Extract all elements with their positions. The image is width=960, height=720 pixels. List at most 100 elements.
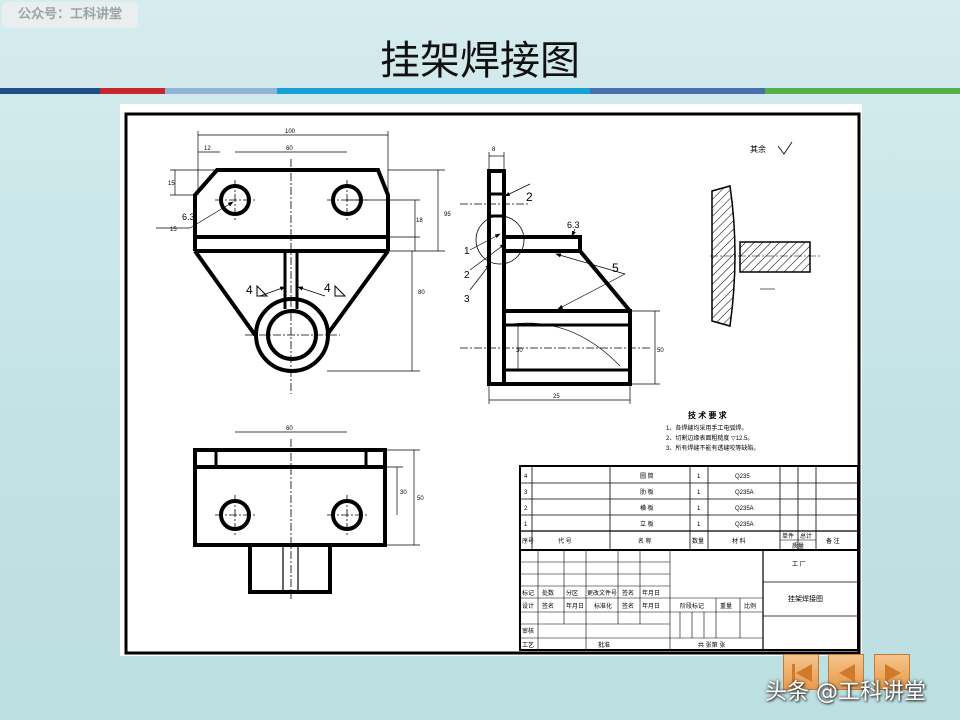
- svg-text:立 板: 立 板: [640, 520, 654, 528]
- svg-text:更改文件号: 更改文件号: [587, 589, 617, 597]
- svg-text:年月日: 年月日: [642, 589, 660, 597]
- svg-text:共 张第 张: 共 张第 张: [698, 641, 725, 649]
- top-view: [193, 431, 420, 599]
- svg-text:95: 95: [444, 212, 451, 218]
- front-dims: 100 60 12 15 95 80 18 15: [168, 129, 451, 296]
- svg-text:6.3: 6.3: [182, 212, 195, 222]
- svg-text:1: 1: [464, 246, 470, 257]
- title-block: [519, 549, 859, 651]
- svg-text:100: 100: [285, 129, 296, 135]
- svg-text:2: 2: [526, 190, 533, 204]
- prev-icon: [839, 664, 855, 682]
- detail-view: 其余: [710, 141, 820, 327]
- stripe-segment-1: [0, 88, 100, 94]
- svg-text:备 注: 备 注: [826, 537, 840, 545]
- nav-first-button[interactable]: [783, 654, 819, 690]
- nav-next-button[interactable]: [874, 654, 910, 690]
- svg-text:技 术 要 求: 技 术 要 求: [688, 410, 728, 420]
- svg-text:4: 4: [246, 283, 253, 297]
- drawing-frame: [124, 112, 861, 655]
- svg-text:挂架焊接图: 挂架焊接图: [788, 594, 823, 603]
- svg-text:8: 8: [492, 147, 496, 153]
- svg-text:60: 60: [286, 426, 293, 432]
- tech-requirements: 技 术 要 求 1、各焊缝均采用手工电弧焊。 2、切割边缘表面粗糙度 ▽12.5…: [666, 410, 759, 452]
- svg-text:标记: 标记: [522, 589, 534, 597]
- svg-text:Q235A: Q235A: [735, 522, 754, 528]
- side-view: [460, 152, 660, 404]
- svg-text:Q235: Q235: [735, 474, 750, 480]
- slide-title: 挂架焊接图: [380, 38, 580, 84]
- first-icon: [792, 664, 812, 682]
- front-view: [156, 131, 445, 394]
- svg-text:60: 60: [286, 146, 293, 152]
- svg-text:30: 30: [400, 490, 407, 496]
- svg-text:工艺: 工艺: [522, 641, 534, 649]
- stripe-segment-5: [590, 88, 765, 94]
- svg-text:1: 1: [697, 474, 701, 480]
- svg-text:签名: 签名: [622, 602, 634, 610]
- svg-text:批准: 批准: [598, 641, 610, 649]
- svg-text:18: 18: [416, 218, 423, 224]
- svg-text:3: 3: [464, 294, 470, 305]
- svg-text:1: 1: [697, 522, 701, 528]
- svg-text:2、切割边缘表面粗糙度 ▽12.5。: 2、切割边缘表面粗糙度 ▽12.5。: [666, 434, 753, 442]
- svg-text:比例: 比例: [744, 602, 756, 610]
- svg-text:1: 1: [524, 522, 528, 528]
- svg-text:处数: 处数: [542, 589, 554, 597]
- svg-text:审核: 审核: [522, 627, 534, 635]
- svg-text:肋 板: 肋 板: [640, 488, 654, 496]
- svg-text:6.3: 6.3: [567, 220, 580, 230]
- svg-text:其余: 其余: [750, 144, 766, 154]
- svg-text:12: 12: [204, 146, 211, 152]
- svg-text:4: 4: [524, 474, 528, 480]
- svg-text:序号: 序号: [522, 537, 534, 545]
- svg-text:圆 筒: 圆 筒: [640, 472, 654, 480]
- watermark: 公众号：工科讲堂: [2, 2, 138, 28]
- svg-text:设计: 设计: [522, 602, 534, 610]
- svg-text:单件: 单件: [782, 532, 794, 540]
- svg-text:3、所有焊缝不能有透缝咬等缺陷。: 3、所有焊缝不能有透缝咬等缺陷。: [666, 444, 759, 452]
- svg-text:1: 1: [697, 506, 701, 512]
- svg-text:年月日: 年月日: [566, 602, 584, 610]
- drawing-sheet: 100 60 12 15 95 80 18 15 4 4 6.3: [120, 104, 862, 656]
- svg-text:工 厂: 工 厂: [792, 561, 806, 568]
- svg-text:1、各焊缝均采用手工电弧焊。: 1、各焊缝均采用手工电弧焊。: [666, 424, 747, 432]
- side-labels: 8 25 50 30 2 6.3 5 1 2 3: [464, 147, 664, 400]
- svg-text:签名: 签名: [542, 602, 554, 610]
- stripe-segment-4: [277, 88, 590, 94]
- svg-text:50: 50: [657, 348, 664, 354]
- svg-text:质量: 质量: [792, 542, 804, 550]
- svg-text:总计: 总计: [800, 532, 812, 540]
- svg-text:标准化: 标准化: [594, 602, 612, 610]
- front-weld-symbols: [256, 284, 347, 297]
- svg-text:4: 4: [324, 281, 331, 295]
- svg-text:数量: 数量: [692, 537, 704, 545]
- svg-text:Q235A: Q235A: [735, 506, 754, 512]
- welding-drawing: 100 60 12 15 95 80 18 15 4 4 6.3: [124, 112, 861, 655]
- roughness-icon: [777, 141, 793, 155]
- svg-text:15: 15: [170, 227, 177, 233]
- svg-text:横 板: 横 板: [640, 504, 654, 512]
- svg-text:年月日: 年月日: [642, 602, 660, 610]
- front-weld-labels: 4 4 6.3: [182, 212, 331, 297]
- nav-prev-button[interactable]: [828, 654, 864, 690]
- parts-rows: 4 圆 筒 1 Q235 3 肋 板 1 Q235A 2 横 板 1 Q235A…: [522, 472, 840, 550]
- svg-text:分区: 分区: [566, 589, 578, 597]
- svg-text:阶段标记: 阶段标记: [680, 602, 704, 610]
- svg-text:1: 1: [697, 490, 701, 496]
- stripe-segment-3: [165, 88, 277, 94]
- svg-text:Q235A: Q235A: [735, 490, 754, 496]
- svg-text:名 称: 名 称: [638, 537, 652, 545]
- svg-text:代 号: 代 号: [558, 537, 572, 545]
- svg-text:签名: 签名: [622, 589, 634, 597]
- svg-text:5: 5: [612, 261, 619, 275]
- svg-text:重量: 重量: [720, 602, 732, 610]
- color-stripe: [0, 88, 960, 94]
- svg-text:2: 2: [524, 506, 528, 512]
- svg-text:80: 80: [418, 290, 425, 296]
- next-icon: [885, 664, 901, 682]
- svg-text:2: 2: [464, 270, 470, 281]
- top-dims: 60 50 30: [286, 426, 424, 502]
- svg-text:15: 15: [168, 181, 175, 187]
- svg-text:25: 25: [553, 394, 560, 400]
